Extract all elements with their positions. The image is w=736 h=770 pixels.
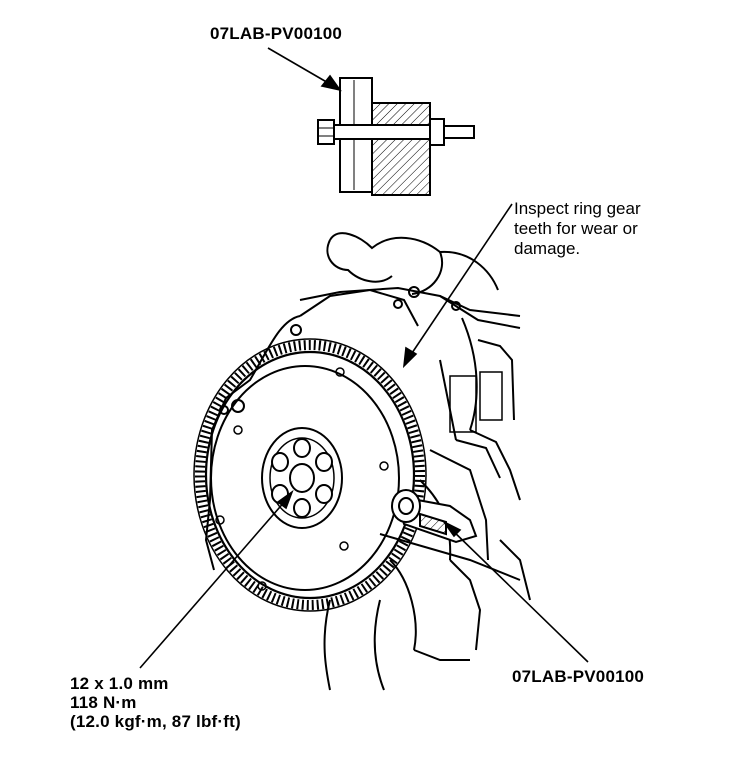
ring-gear-inner bbox=[204, 350, 416, 600]
flywheel bbox=[193, 338, 427, 612]
tool-detail-view bbox=[317, 77, 475, 196]
nut bbox=[429, 118, 445, 146]
bolt-head bbox=[317, 119, 335, 145]
inspect-line-3: damage. bbox=[514, 239, 581, 258]
hatched-block bbox=[371, 102, 431, 196]
hub-bolts bbox=[271, 438, 333, 518]
bolt-size: 12 x 1.0 mm bbox=[70, 674, 169, 693]
engine-block bbox=[299, 232, 531, 691]
flywheel-hub bbox=[261, 427, 343, 529]
tool-bottom-label: 07LAB-PV00100 bbox=[512, 667, 645, 686]
tool-bottom-leader bbox=[443, 521, 589, 663]
torque-spec: 12 x 1.0 mm 118 N·m (12.0 kgf·m, 87 lbf·… bbox=[70, 674, 241, 731]
bolt-shaft bbox=[331, 124, 443, 140]
torque-leader bbox=[139, 489, 294, 669]
inspect-leader bbox=[402, 203, 513, 369]
inspect-ring-gear-note: Inspect ring gear teeth for wear or dama… bbox=[514, 199, 641, 259]
flywheel-face bbox=[210, 365, 400, 591]
center-bore bbox=[289, 463, 315, 493]
ring-gear-teeth bbox=[195, 340, 425, 610]
inspect-line-2: teeth for wear or bbox=[514, 219, 638, 238]
torque-alt: (12.0 kgf·m, 87 lbf·ft) bbox=[70, 712, 241, 731]
perimeter-holes bbox=[215, 367, 389, 591]
tool-top-leader bbox=[267, 47, 342, 92]
tool-top-label: 07LAB-PV00100 bbox=[210, 24, 343, 43]
torque-nm: 118 N·m bbox=[70, 693, 137, 712]
inspect-line-1: Inspect ring gear bbox=[514, 199, 641, 218]
